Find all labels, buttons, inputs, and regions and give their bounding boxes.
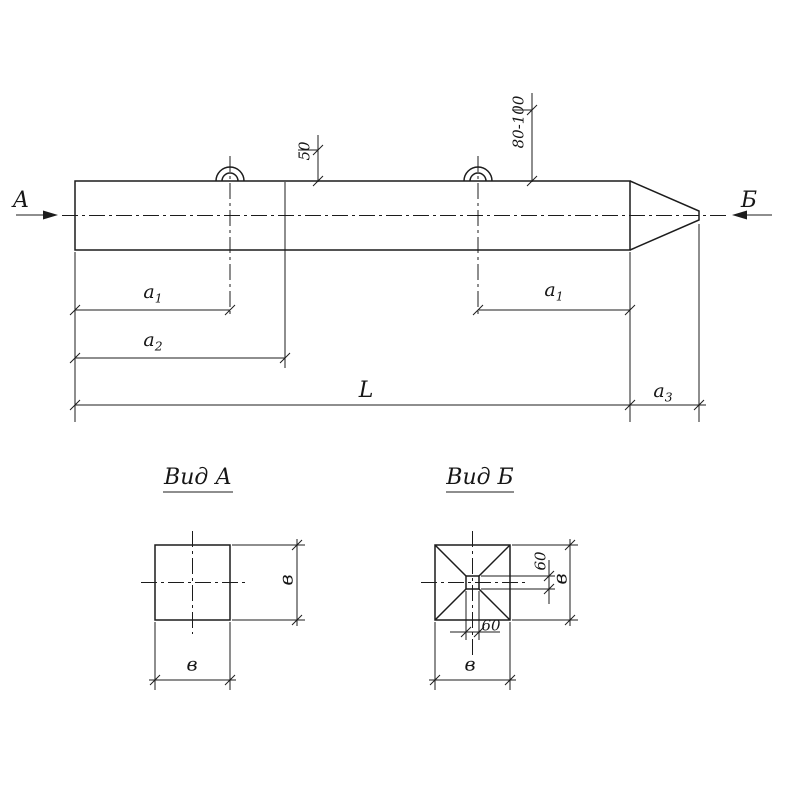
section-label-a: А bbox=[12, 188, 30, 213]
dim-a3-label: а3 bbox=[653, 379, 673, 405]
view-a-linework bbox=[141, 491, 305, 690]
bottom-dimensions bbox=[69, 182, 706, 422]
pile-main-view bbox=[62, 156, 726, 318]
dim-a3-base: а bbox=[653, 379, 665, 402]
view-a-square bbox=[154, 544, 231, 621]
lifting-loop-1-inner bbox=[221, 172, 239, 182]
pile-tip bbox=[629, 180, 700, 251]
dim-a2-label: а2 bbox=[143, 328, 163, 354]
view-b-tip-vertical-dim-label: 60 bbox=[531, 551, 550, 571]
lifting-loop-1-outer bbox=[215, 166, 245, 182]
lifting-loop-2-outer bbox=[463, 166, 493, 182]
section-label-b: Б bbox=[740, 188, 758, 213]
dim-a1-left-base: а bbox=[143, 280, 155, 303]
dim-loop1-offset-label: 50 bbox=[295, 141, 314, 161]
lifting-loop-2-inner bbox=[469, 172, 487, 182]
section-arrow-b bbox=[732, 210, 772, 220]
view-a-side-dim-label: в bbox=[275, 574, 298, 586]
dim-a1-right-sub: 1 bbox=[555, 289, 564, 304]
dim-a1-right-base: а bbox=[544, 278, 556, 301]
dim-loop2-offset-label: 80-100 bbox=[509, 95, 528, 149]
dim-a1-right-label: а1 bbox=[544, 278, 564, 304]
dim-a2-base: а bbox=[143, 328, 155, 351]
view-b-bottom-dim-label: в bbox=[464, 653, 476, 676]
top-dimensions bbox=[298, 93, 538, 187]
view-b-linework bbox=[421, 491, 578, 690]
dim-a2-sub: 2 bbox=[154, 339, 163, 354]
view-b-tip-horizontal-dim-label: 60 bbox=[481, 616, 501, 635]
dim-a3-sub: 3 bbox=[664, 390, 673, 405]
view-a-bottom-dim-label: в bbox=[186, 653, 198, 676]
dim-a1-left-label: а1 bbox=[143, 280, 163, 306]
section-arrow-a bbox=[16, 210, 58, 220]
dim-length-label: L bbox=[358, 378, 374, 403]
dim-a1-left-sub: 1 bbox=[154, 291, 163, 306]
view-a-title: Вид А bbox=[164, 465, 232, 490]
view-b-title: Вид Б bbox=[446, 465, 514, 490]
view-b-side-dim-label: в bbox=[549, 573, 572, 585]
